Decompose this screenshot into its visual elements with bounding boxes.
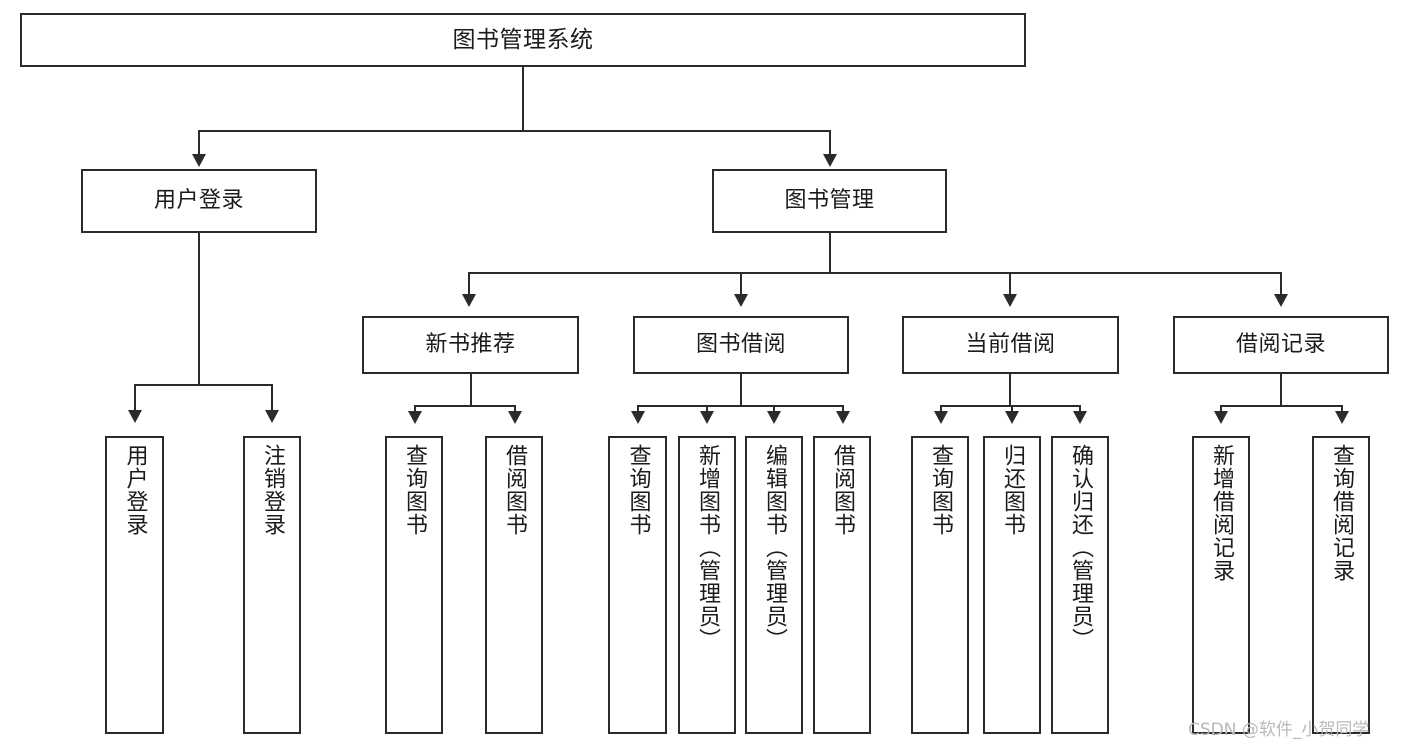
node-label: 查询借阅记录 [1329,444,1354,582]
connector-book-mgmt-drop-2 [740,272,742,296]
node-label: 新书推荐 [425,332,516,358]
node-label: 查询图书 [402,444,427,536]
node-label: 借阅图书 [502,444,527,536]
node-current-borrow[interactable]: 当前借阅 [902,316,1119,374]
arrow-borrow-leaf-3 [767,411,781,424]
connector-book-mgmt-bus [468,272,1282,274]
leaf-query-borrow-record[interactable]: 查询借阅记录 [1312,436,1370,734]
node-label: 查询图书 [625,444,651,536]
arrow-book-mgmt-to-borrow [734,294,748,307]
connector-records-drop-1 [1220,405,1222,413]
leaf-edit-book-admin[interactable]: 编辑图书（管理员） [745,436,803,734]
connector-new-books-drop-1 [414,405,416,413]
connector-book-mgmt-drop-4 [1280,272,1282,296]
arrow-book-mgmt-to-current [1003,294,1017,307]
node-label: 图书借阅 [695,332,786,358]
connector-new-books-stem [470,374,472,406]
connector-current-drop-1 [940,405,942,413]
connector-borrow-drop-1 [637,405,639,413]
leaf-return-book[interactable]: 归还图书 [983,436,1041,734]
arrow-records-leaf-2 [1335,411,1349,424]
arrow-current-leaf-2 [1005,411,1019,424]
connector-user-login-stem [198,233,200,385]
node-book-borrow[interactable]: 图书借阅 [633,316,849,374]
connector-book-mgmt-drop-1 [468,272,470,296]
leaf-borrow-book[interactable]: 借阅图书 [813,436,871,734]
node-borrow-records[interactable]: 借阅记录 [1173,316,1389,374]
arrow-current-leaf-1 [934,411,948,424]
connector-book-mgmt-stem [829,233,831,273]
node-book-management[interactable]: 图书管理 [712,169,947,233]
node-label: 注销登录 [260,444,285,536]
connector-user-login-drop-1 [134,384,136,412]
node-user-login[interactable]: 用户登录 [81,169,317,233]
leaf-user-login[interactable]: 用户登录 [105,436,164,734]
node-label: 借阅图书 [830,444,855,536]
arrow-new-books-leaf-2 [508,411,522,424]
arrow-borrow-leaf-2 [700,411,714,424]
arrow-records-leaf-1 [1214,411,1228,424]
connector-root-stem [522,67,524,131]
connector-records-bus [1220,405,1342,407]
arrow-user-login-leaf-1 [128,410,142,423]
arrow-user-login-leaf-2 [265,410,279,423]
arrow-book-mgmt-to-new-books [462,294,476,307]
connector-records-stem [1280,374,1282,406]
arrow-book-mgmt-to-records [1274,294,1288,307]
connector-root-bus [198,130,830,132]
connector-user-login-drop-2 [271,384,273,412]
leaf-add-book-admin[interactable]: 新增图书（管理员） [678,436,736,734]
node-label: 图书管理 [784,188,875,214]
arrow-root-to-book-mgmt [823,154,837,167]
connector-book-mgmt-drop-3 [1009,272,1011,296]
leaf-logout[interactable]: 注销登录 [243,436,301,734]
connector-borrow-drop-3 [773,405,775,413]
connector-borrow-drop-2 [706,405,708,413]
connector-borrow-stem [740,374,742,406]
connector-root-to-book-mgmt [829,130,831,156]
leaf-borrow-book-recommend[interactable]: 借阅图书 [485,436,543,734]
connector-current-bus [940,405,1080,407]
connector-new-books-bus [414,405,515,407]
arrow-root-to-user-login [192,154,206,167]
connector-root-to-user-login [198,130,200,156]
connector-user-login-bus [134,384,272,386]
node-label: 新增图书（管理员） [695,444,720,651]
arrow-current-leaf-3 [1073,411,1087,424]
leaf-confirm-return-admin[interactable]: 确认归还（管理员） [1051,436,1109,734]
leaf-query-book-current[interactable]: 查询图书 [911,436,969,734]
connector-current-drop-2 [1011,405,1013,413]
leaf-query-book-borrow[interactable]: 查询图书 [608,436,667,734]
node-label: 新增借阅记录 [1209,444,1234,582]
connector-new-books-drop-2 [514,405,516,413]
node-label: 查询图书 [928,444,953,536]
node-root[interactable]: 图书管理系统 [20,13,1026,67]
node-label: 归还图书 [1000,444,1025,536]
node-label: 用户登录 [153,188,244,214]
arrow-borrow-leaf-4 [836,411,850,424]
node-label: 确认归还（管理员） [1068,444,1093,651]
leaf-query-book-recommend[interactable]: 查询图书 [385,436,443,734]
arrow-new-books-leaf-1 [408,411,422,424]
connector-borrow-drop-4 [842,405,844,413]
arrow-borrow-leaf-1 [631,411,645,424]
node-label: 当前借阅 [965,332,1056,358]
connector-current-stem [1009,374,1011,406]
connector-borrow-bus [637,405,843,407]
connector-current-drop-3 [1079,405,1081,413]
node-label: 编辑图书（管理员） [762,444,787,651]
node-label: 图书管理系统 [452,26,594,53]
connector-records-drop-2 [1341,405,1343,413]
node-new-book-recommend[interactable]: 新书推荐 [362,316,579,374]
node-label: 用户登录 [122,444,148,536]
leaf-add-borrow-record[interactable]: 新增借阅记录 [1192,436,1250,734]
node-label: 借阅记录 [1235,332,1326,358]
csdn-watermark: CSDN @软件_小贺同学 [1188,720,1370,740]
